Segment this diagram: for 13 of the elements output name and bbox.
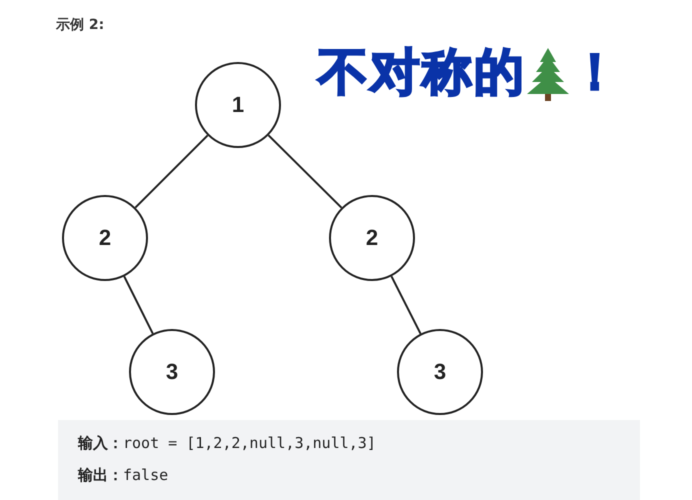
tree-edge	[390, 276, 422, 334]
output-line: 输出：false	[78, 466, 168, 485]
tree-edge	[134, 134, 208, 208]
example-heading: 示例 2:	[56, 16, 104, 34]
node-value: 3	[166, 359, 178, 385]
node-value: 2	[366, 225, 378, 251]
input-line: 输入：root = [1,2,2,null,3,null,3]	[78, 434, 376, 453]
node-value: 2	[98, 225, 112, 251]
tree-edge	[123, 276, 154, 334]
node-value: 3	[434, 359, 446, 385]
title: 不对称的！	[318, 42, 622, 104]
node-value: 1	[232, 92, 244, 118]
tree-edge	[268, 134, 342, 208]
